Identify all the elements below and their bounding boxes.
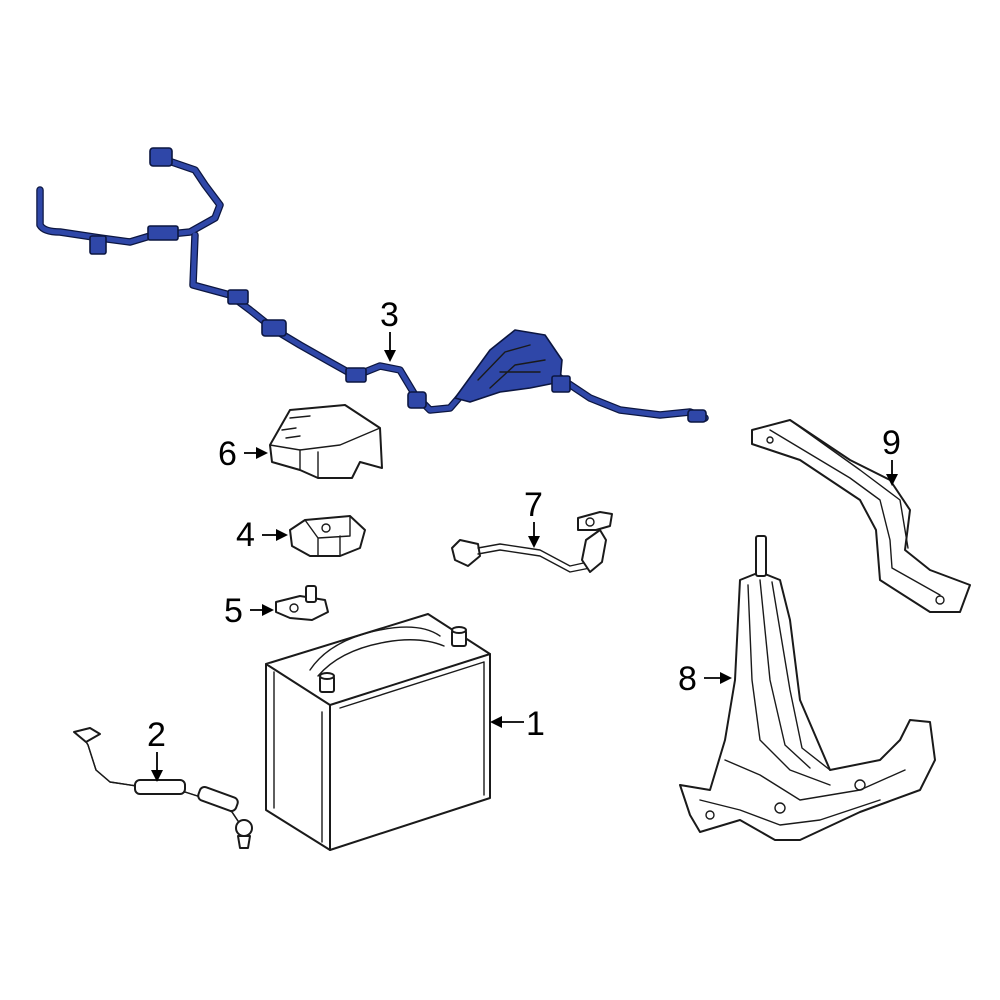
hold-down-clamp[interactable]: [289, 515, 366, 557]
battery[interactable]: [265, 613, 491, 851]
battery-tray[interactable]: [679, 535, 936, 841]
callout-6: 6: [218, 435, 268, 473]
callout-5: 5: [224, 592, 274, 630]
callout-9: 9: [882, 424, 901, 486]
harness-clip-center: [345, 367, 367, 383]
ground-cable[interactable]: [451, 511, 613, 573]
callout-6-label: 6: [218, 435, 237, 473]
terminal-clamp[interactable]: [275, 585, 329, 621]
callout-9-label: 9: [882, 424, 901, 462]
harness-clip-lower: [261, 319, 287, 337]
harness-clip-right: [551, 375, 571, 393]
callout-4-label: 4: [236, 516, 255, 554]
harness-clip-loop: [407, 391, 427, 409]
harness-clip-left: [89, 235, 107, 255]
fuse-block-detail: [477, 344, 546, 389]
harness-terminal-end: [687, 409, 707, 423]
harness-clip-mid: [147, 225, 179, 241]
battery-terminal-negative: [319, 672, 335, 693]
harness-clip-down: [227, 289, 249, 305]
callout-2: 2: [147, 716, 166, 782]
callout-8-label: 8: [678, 660, 697, 698]
callout-1: 1: [490, 705, 545, 743]
vent-tube[interactable]: [73, 727, 253, 849]
battery-terminal-positive: [451, 626, 467, 647]
callout-7: 7: [524, 486, 543, 548]
callout-2-label: 2: [147, 716, 166, 754]
harness-fuse-block-cover: [454, 329, 563, 403]
callout-8: 8: [678, 660, 732, 698]
terminal-cover[interactable]: [269, 404, 383, 479]
callout-3-label: 3: [380, 296, 399, 334]
callout-5-label: 5: [224, 592, 243, 630]
callout-1-label: 1: [526, 705, 545, 743]
wire-harness[interactable]: [36, 147, 709, 423]
support-bracket[interactable]: [751, 419, 971, 613]
callout-3: 3: [380, 296, 399, 362]
wire-harness-outline: [36, 154, 709, 422]
wire-harness-body: [37, 155, 708, 421]
callout-7-label: 7: [524, 486, 543, 524]
callout-4: 4: [236, 516, 288, 554]
harness-connector-top: [149, 147, 173, 167]
